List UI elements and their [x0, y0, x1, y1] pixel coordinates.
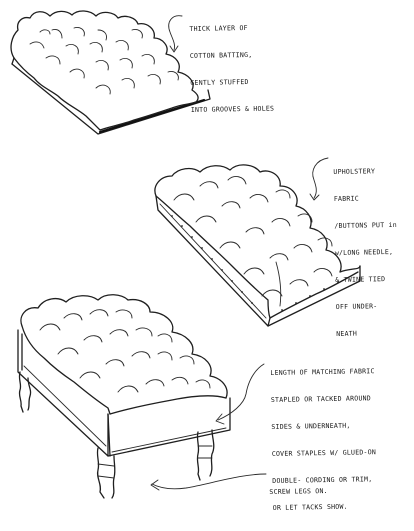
batting-note-line: THICK LAYER OF	[189, 23, 248, 33]
batting-pointer-arrow	[168, 15, 183, 51]
upholstery-note-line: OFF UNDER-	[335, 302, 378, 311]
batting-note-line: GENTLY STUFFED	[190, 77, 249, 87]
batting-note-line: COTTON BATTING,	[189, 50, 253, 60]
skirt-pointer-arrow	[217, 363, 265, 421]
upholstery-note-line: NEATH	[336, 329, 358, 338]
ottoman-upholstery-diagram: THICK LAYER OF COTTON BATTING, GENTLY ST…	[10, 6, 399, 515]
skirt-note-line: COVER STAPLES W/ GLUED-ON	[271, 448, 377, 458]
upholstery-note-line: & TWINE TIED	[335, 275, 386, 284]
batting-note: THICK LAYER OF COTTON BATTING, GENTLY ST…	[189, 6, 275, 133]
batting-note-line: INTO GROOVES & HOLES	[190, 104, 275, 114]
sketch-canvas	[10, 10, 361, 499]
skirt-note-line: STAPLED OR TACKED AROUND	[270, 394, 371, 404]
upholstery-note-line: FABRIC	[333, 194, 359, 203]
skirt-note-line: LENGTH OF MATCHING FABRIC	[270, 367, 375, 377]
legs-note: SCREW LEGS ON.	[269, 469, 328, 515]
legs-note-line: SCREW LEGS ON.	[269, 486, 328, 496]
upholstery-note-line: w/LONG NEEDLE,	[334, 247, 394, 257]
upholstery-note-line: UPHOLSTERY	[333, 167, 376, 176]
legs-pointer-arrow	[151, 473, 267, 490]
upholstery-note: UPHOLSTERY FABRIC /BUTTONS PUT in w/LONG…	[333, 149, 399, 357]
upholstery-pointer-arrow	[312, 157, 329, 199]
batting-block-sketch	[10, 10, 211, 135]
finished-ottoman-sketch	[17, 294, 231, 499]
tufted-cushion-sketch	[154, 164, 361, 327]
skirt-note-line: SIDES & UNDERNEATH,	[271, 421, 351, 431]
upholstery-note-line: /BUTTONS PUT in	[334, 220, 397, 230]
